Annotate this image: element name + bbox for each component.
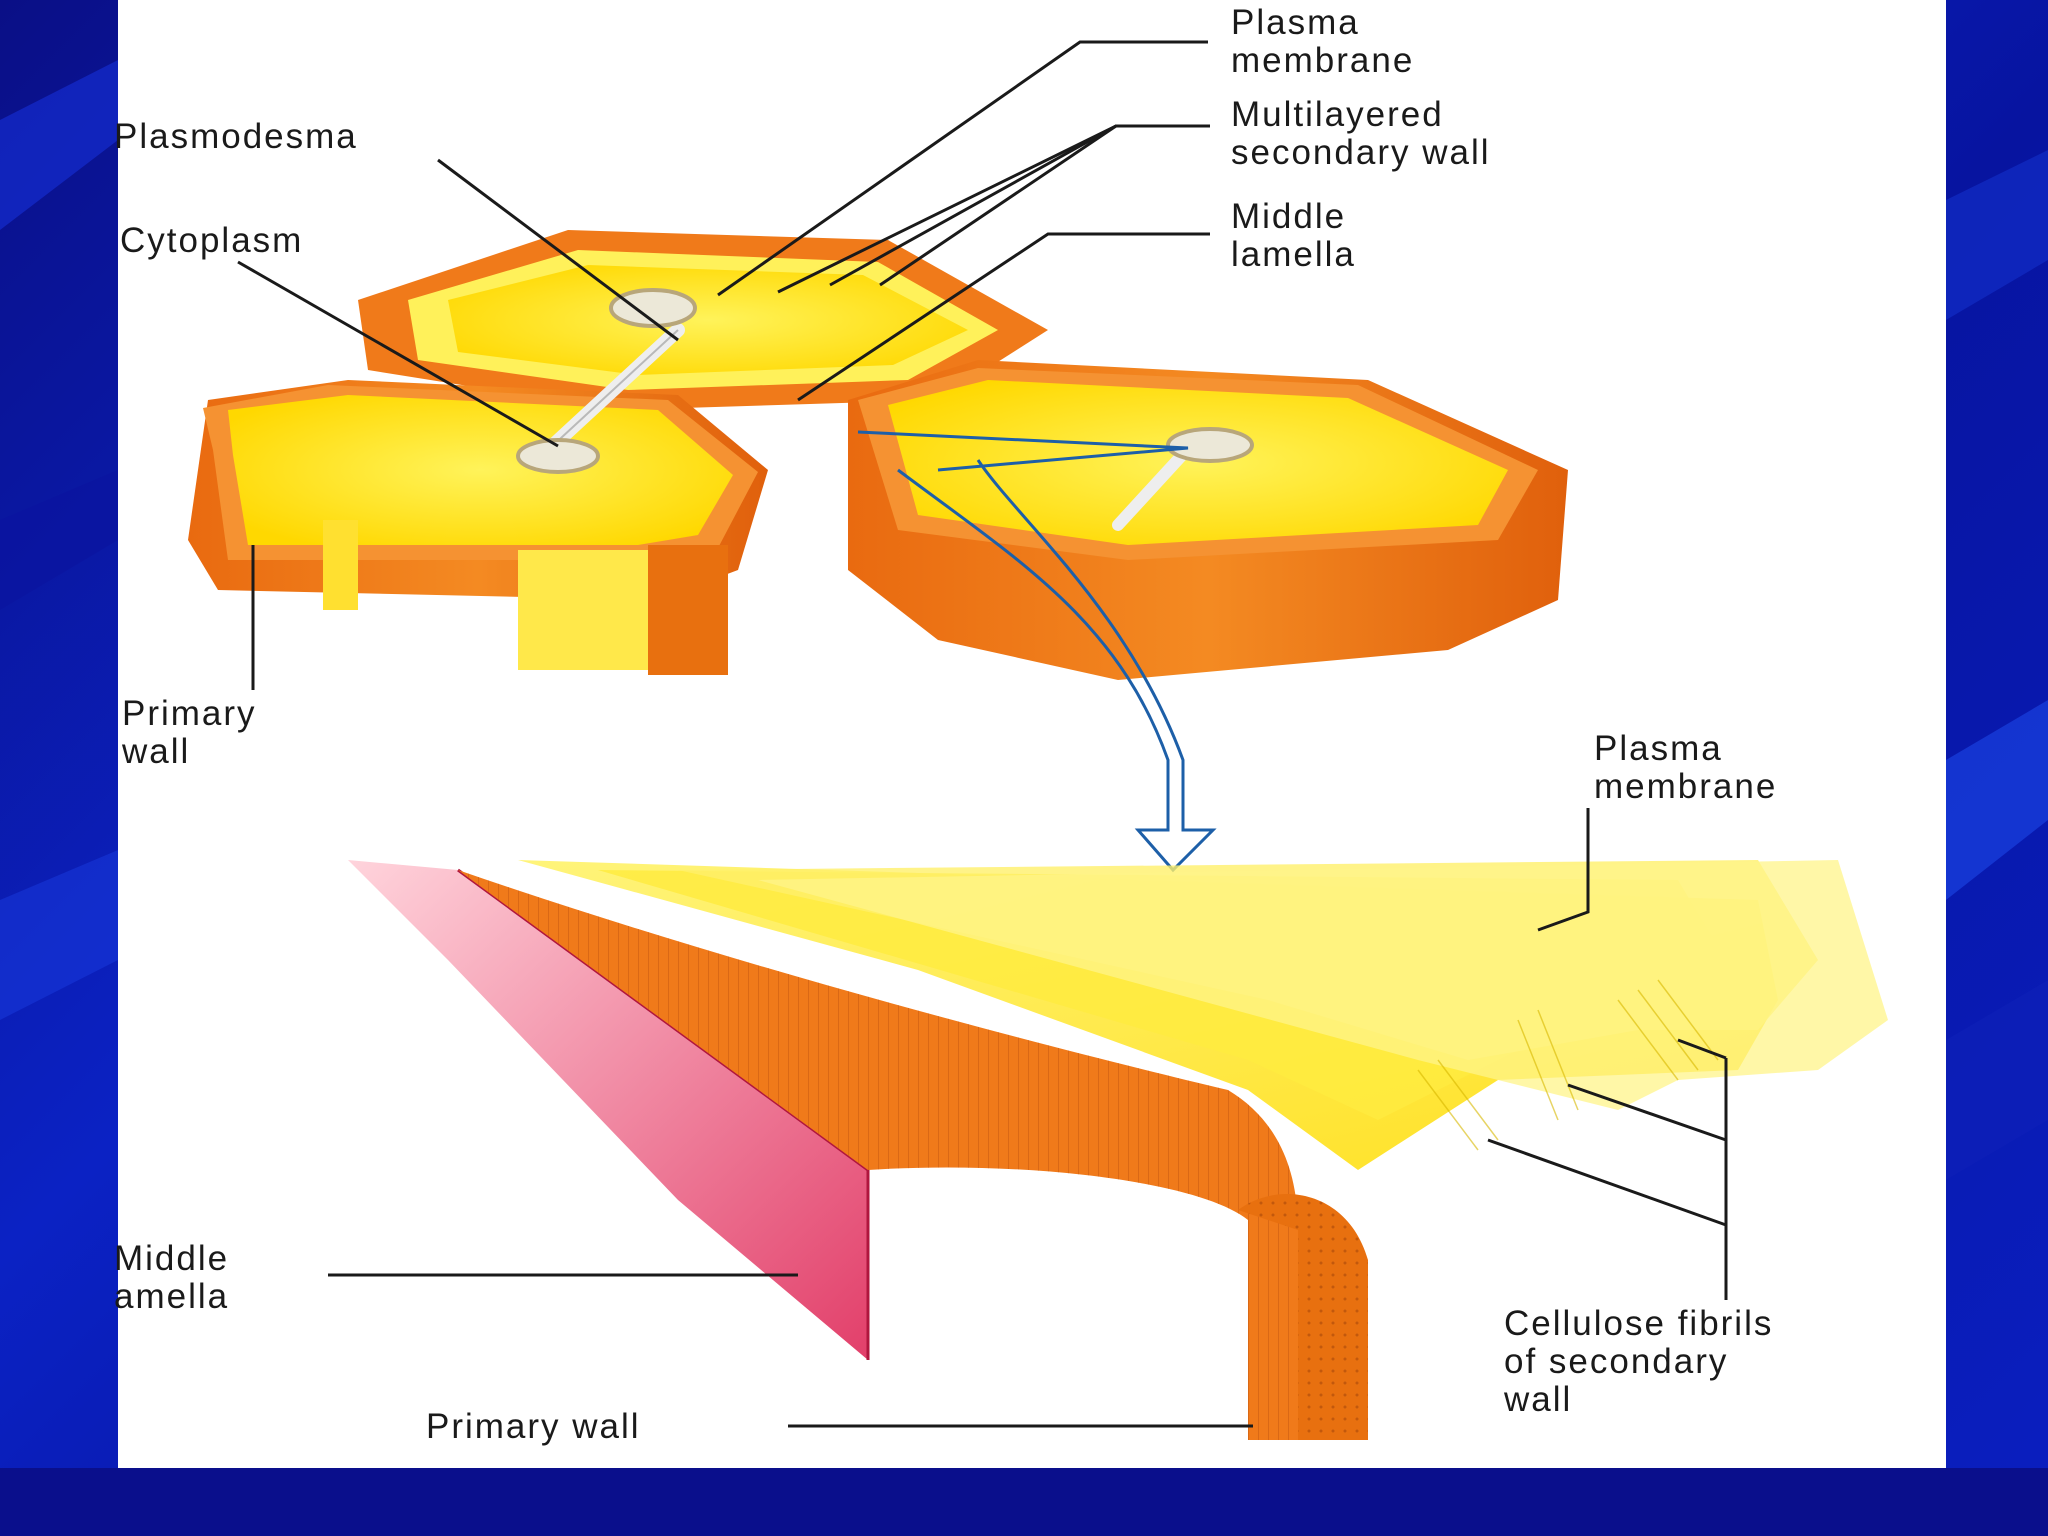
label-middle-lamella-top-line2: lamella xyxy=(1231,236,1356,274)
cell-left xyxy=(188,380,768,675)
label-plasma-membrane-bottom-line2: membrane xyxy=(1594,768,1777,806)
cell-right xyxy=(848,360,1568,680)
label-plasma-membrane-bottom: Plasma membrane xyxy=(1594,730,1777,806)
label-middle-lamella-top-line1: Middle xyxy=(1231,198,1356,236)
label-plasma-membrane-top-line1: Plasma xyxy=(1231,4,1414,42)
label-middle-lamella-bottom-line1: Middle xyxy=(114,1240,229,1278)
label-plasma-membrane-top: Plasma membrane xyxy=(1231,4,1414,80)
leader-lines xyxy=(238,42,1726,1426)
label-cellulose-line2: of secondary xyxy=(1504,1343,1773,1381)
label-multilayered-line1: Multilayered xyxy=(1231,96,1491,134)
label-middle-lamella-top: Middle lamella xyxy=(1231,198,1356,274)
label-plasma-membrane-bottom-line1: Plasma xyxy=(1594,730,1777,768)
label-cellulose-line1: Cellulose fibrils xyxy=(1504,1305,1773,1343)
label-multilayered-line2: secondary wall xyxy=(1231,134,1491,172)
label-cytoplasm: Cytoplasm xyxy=(120,222,303,260)
label-primary-wall-bottom: Primary wall xyxy=(426,1408,641,1446)
bottom-band xyxy=(0,1468,2048,1536)
label-multilayered-secondary-wall: Multilayered secondary wall xyxy=(1231,96,1491,172)
diagram-panel: Plasma membrane Multilayered secondary w… xyxy=(118,0,1946,1468)
label-primary-wall-top: Primary wall xyxy=(122,695,257,771)
label-plasmodesma: Plasmodesma xyxy=(114,118,358,156)
label-middle-lamella-bottom: Middle amella xyxy=(114,1240,229,1316)
label-cellulose-line3: wall xyxy=(1504,1381,1773,1419)
label-middle-lamella-bottom-line2: amella xyxy=(114,1278,229,1316)
label-cellulose-fibrils: Cellulose fibrils of secondary wall xyxy=(1504,1305,1773,1419)
label-primary-wall-top-line1: Primary xyxy=(122,695,257,733)
label-plasma-membrane-top-line2: membrane xyxy=(1231,42,1414,80)
label-primary-wall-top-line2: wall xyxy=(122,733,257,771)
